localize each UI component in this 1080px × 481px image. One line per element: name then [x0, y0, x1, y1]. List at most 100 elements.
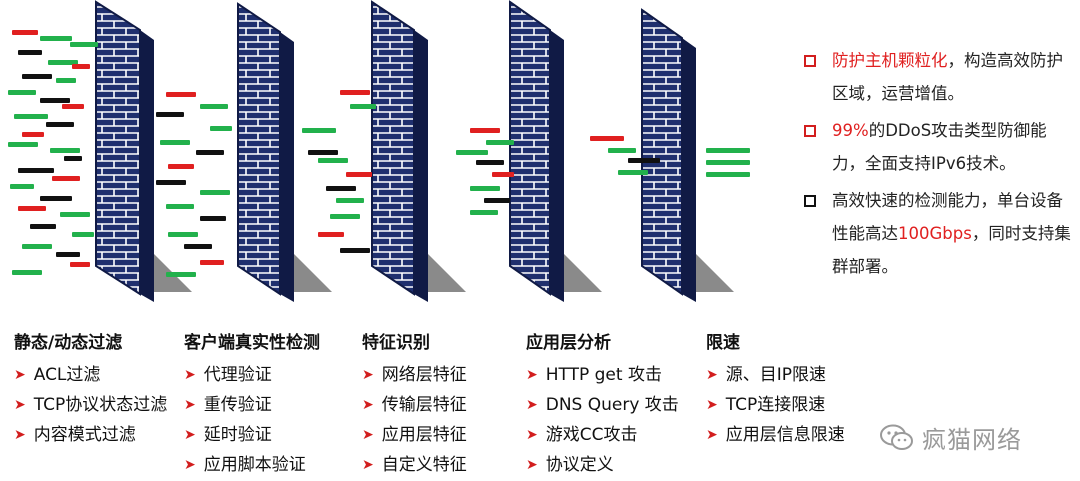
traffic-dash [486, 140, 514, 145]
column-title: 特征识别 [362, 333, 430, 353]
firewall-wall [371, 0, 466, 302]
list-item: ➤应用层特征 [362, 420, 467, 450]
traffic-dash [64, 156, 82, 161]
bullet-ddos-coverage: 99%的DDoS攻击类型防御能力，全面支持IPv6技术。 [800, 114, 1075, 180]
list-item: ➤ACL过滤 [14, 360, 167, 390]
traffic-dash [18, 168, 54, 173]
traffic-dash [18, 50, 42, 55]
traffic-dash [200, 260, 224, 265]
wall-front [641, 8, 683, 296]
traffic-dash [608, 148, 636, 153]
traffic-dash [166, 204, 194, 209]
traffic-dash [706, 148, 750, 153]
wall-front [95, 0, 141, 296]
arrow-icon: ➤ [184, 457, 196, 473]
square-bullet-icon [804, 55, 816, 67]
column-title: 限速 [706, 333, 740, 353]
traffic-dash [166, 92, 196, 97]
arrow-icon: ➤ [362, 427, 374, 443]
traffic-dash [484, 198, 510, 203]
traffic-dash [62, 104, 84, 109]
wechat-icon [880, 424, 913, 450]
traffic-dash [12, 270, 42, 275]
traffic-dash [706, 172, 750, 177]
traffic-dash [40, 196, 72, 201]
traffic-dash [46, 122, 74, 127]
column-rate-limit: 限速 ➤源、目IP限速 ➤TCP连接限速 ➤应用层信息限速 [706, 328, 845, 450]
firewall-walls-illustration [8, 0, 750, 302]
arrow-icon: ➤ [526, 457, 538, 473]
traffic-dash [52, 176, 80, 181]
list-item: ➤自定义特征 [362, 450, 467, 480]
traffic-dash [40, 98, 70, 103]
watermark-text: 疯猫网络 [922, 426, 1022, 454]
firewall-wall [237, 2, 332, 302]
list-item: ➤TCP协议状态过滤 [14, 390, 167, 420]
traffic-dash [72, 232, 94, 237]
list-item: ➤应用脚本验证 [184, 450, 320, 480]
traffic-dash [492, 172, 514, 177]
traffic-dash [200, 216, 226, 221]
traffic-dash [340, 90, 370, 95]
traffic-dash [330, 214, 360, 219]
list-item: ➤代理验证 [184, 360, 320, 390]
list-item: ➤DNS Query 攻击 [526, 390, 679, 420]
arrow-icon: ➤ [526, 397, 538, 413]
list-item: ➤重传验证 [184, 390, 320, 420]
list-item: ➤源、目IP限速 [706, 360, 845, 390]
traffic-dash [50, 148, 80, 153]
list-item: ➤协议定义 [526, 450, 679, 480]
traffic-dash [8, 142, 38, 147]
wall-side [682, 38, 696, 302]
square-bullet-icon [804, 125, 816, 137]
traffic-dash [470, 210, 498, 215]
list-item: ➤应用层信息限速 [706, 420, 845, 450]
traffic-dash [156, 112, 184, 117]
firewall-wall [641, 8, 734, 302]
wall-front [237, 2, 281, 296]
traffic-dash [8, 90, 36, 95]
arrow-icon: ➤ [526, 427, 538, 443]
column-client-auth: 客户端真实性检测 ➤代理验证 ➤重传验证 ➤延时验证 ➤应用脚本验证 [184, 328, 320, 480]
column-signature: 特征识别 ➤网络层特征 ➤传输层特征 ➤应用层特征 ➤自定义特征 [362, 328, 467, 480]
wall-front [371, 0, 415, 296]
wall-side [280, 32, 294, 302]
traffic-dash [72, 64, 90, 69]
traffic-dash [200, 104, 228, 109]
traffic-dash [346, 172, 372, 177]
list-item: ➤延时验证 [184, 420, 320, 450]
traffic-dash [628, 158, 660, 163]
arrow-icon: ➤ [14, 367, 26, 383]
traffic-dash [10, 184, 34, 189]
traffic-dash [12, 30, 38, 35]
traffic-dash [706, 160, 750, 165]
traffic-dash [350, 104, 376, 109]
arrow-icon: ➤ [14, 427, 26, 443]
arrow-icon: ➤ [526, 367, 538, 383]
column-title: 应用层分析 [526, 333, 611, 353]
traffic-dash [336, 198, 364, 203]
traffic-dash [184, 244, 212, 249]
traffic-dash [160, 140, 190, 145]
arrow-icon: ➤ [706, 367, 718, 383]
traffic-dash [22, 244, 52, 249]
column-title: 客户端真实性检测 [184, 333, 320, 353]
column-app-analysis: 应用层分析 ➤HTTP get 攻击 ➤DNS Query 攻击 ➤游戏CC攻击… [526, 328, 679, 480]
arrow-icon: ➤ [14, 397, 26, 413]
traffic-dash [168, 164, 194, 169]
traffic-dash [456, 150, 488, 155]
traffic-dash [70, 262, 90, 267]
traffic-dash [590, 136, 624, 141]
traffic-dash [166, 272, 196, 277]
traffic-dash [22, 74, 52, 79]
traffic-dash [18, 206, 46, 211]
list-item: ➤网络层特征 [362, 360, 467, 390]
traffic-dash [48, 60, 78, 65]
traffic-dash [60, 212, 90, 217]
traffic-dash [40, 36, 72, 41]
feature-summary-panel: 防护主机颗粒化，构造高效防护区域，运营增值。 99%的DDoS攻击类型防御能力，… [800, 44, 1075, 287]
square-bullet-icon [804, 195, 816, 207]
firewall-wall [95, 0, 192, 302]
traffic-dash [196, 150, 224, 155]
traffic-dash [302, 128, 336, 133]
